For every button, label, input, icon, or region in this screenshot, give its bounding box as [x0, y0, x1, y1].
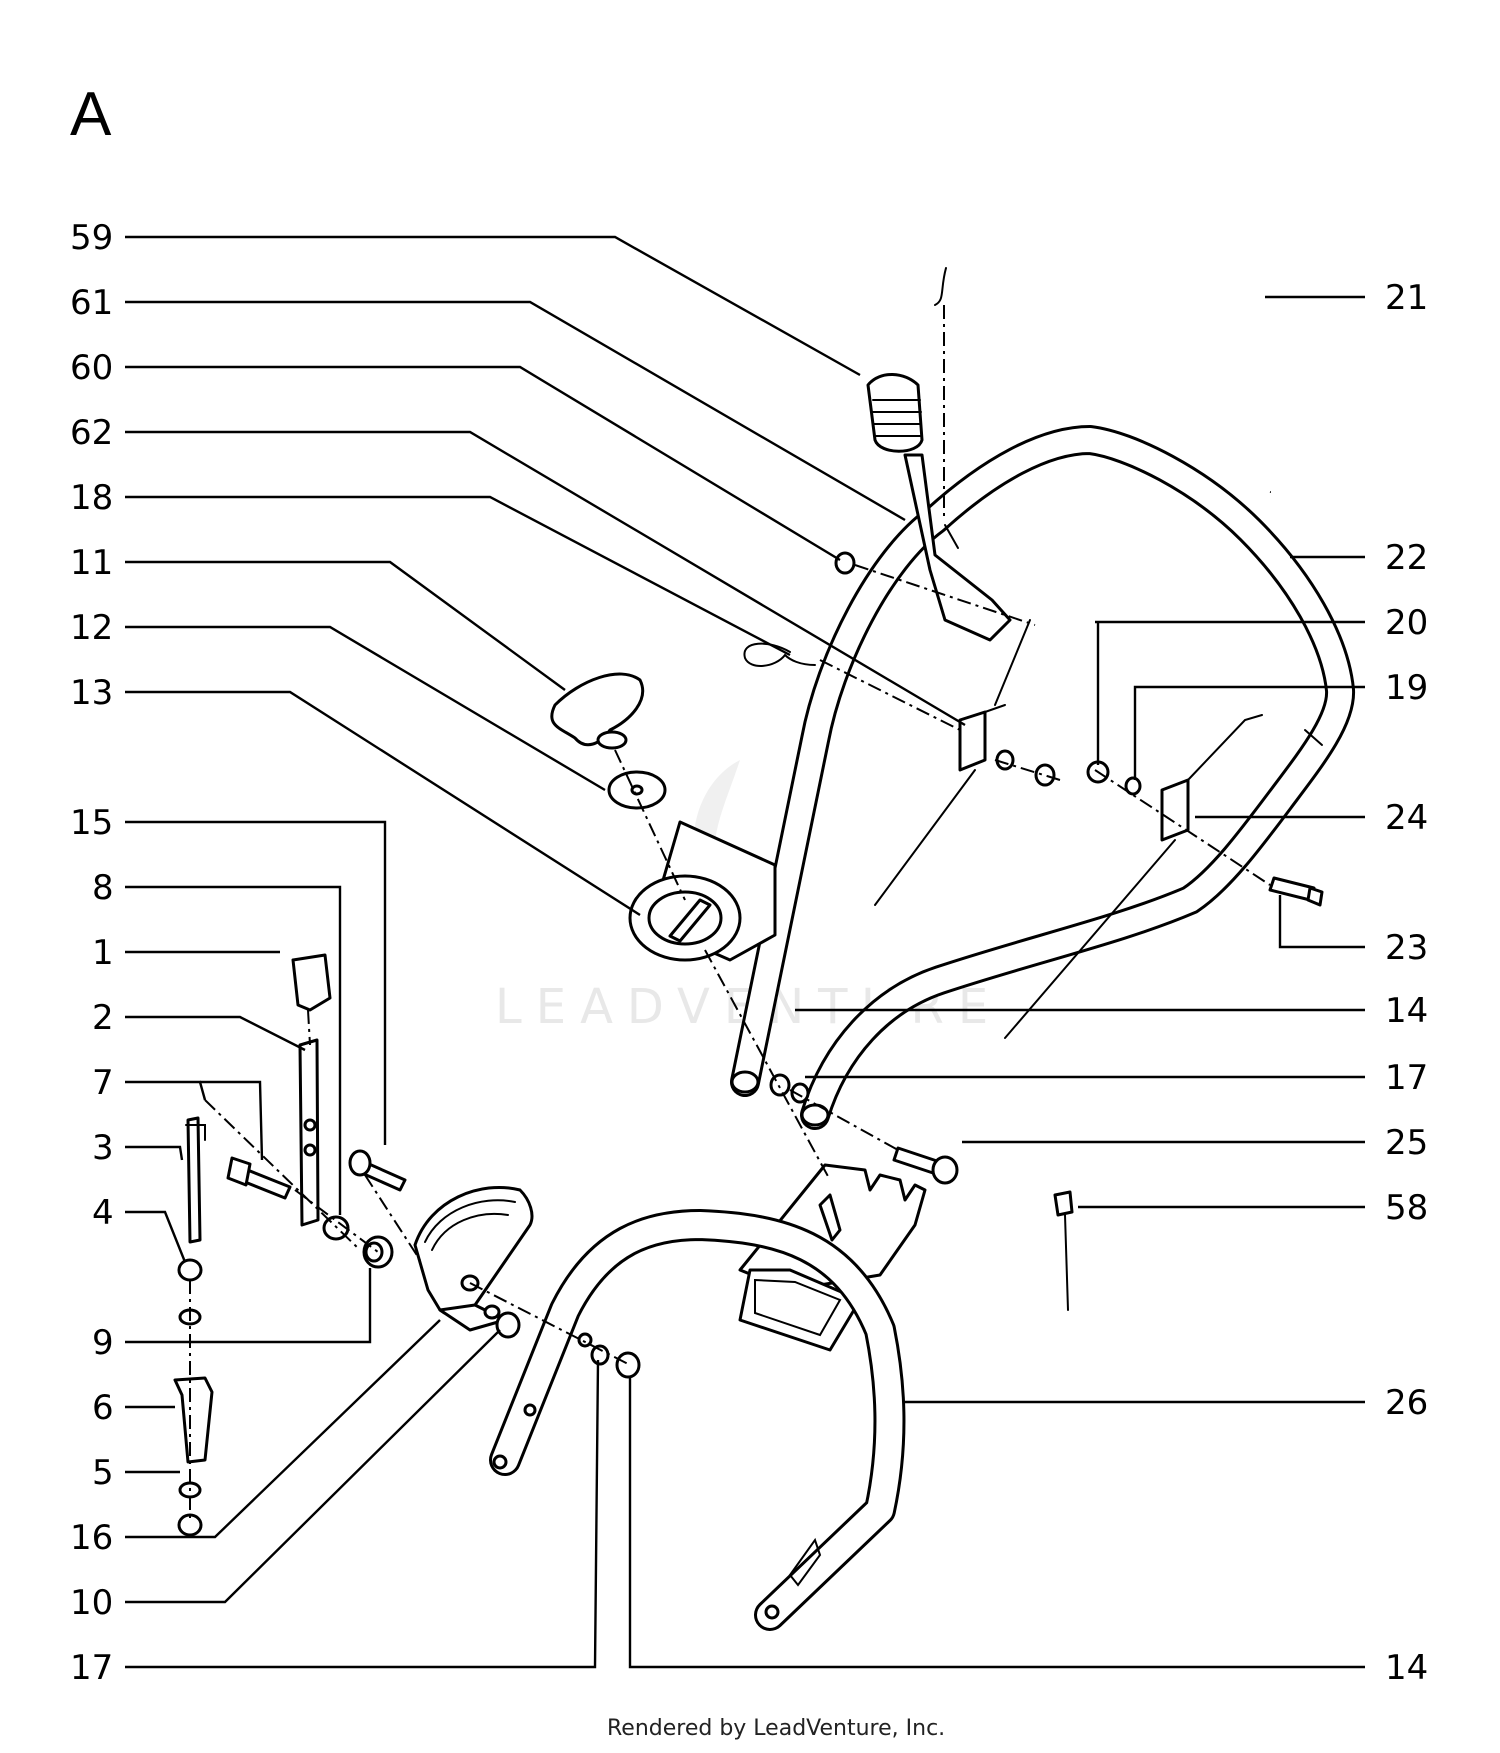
callout-16: 16 [70, 1518, 113, 1558]
bail-bar [934, 182, 1309, 494]
hairpin-clip [743, 642, 816, 667]
callout-14-lower: 14 [1385, 1648, 1428, 1688]
callout-10: 10 [70, 1583, 113, 1623]
callout-25: 25 [1385, 1123, 1428, 1163]
callout-17-lower: 17 [70, 1648, 113, 1688]
callout-26: 26 [1385, 1383, 1428, 1423]
right-cable-bracket [1004, 714, 1263, 1039]
handle-bolt [1268, 876, 1324, 907]
carriage-bolt [348, 1149, 407, 1192]
callout-5: 5 [92, 1453, 114, 1493]
callout-21: 21 [1385, 278, 1428, 318]
callouts-right: 21 22 20 19 24 23 14 17 25 58 26 14 [1385, 278, 1428, 1688]
callout-20: 20 [1385, 603, 1428, 643]
callout-8: 8 [92, 868, 114, 908]
lower-handle [489, 1209, 906, 1631]
footer-credit: Rendered by LeadVenture, Inc. [607, 1716, 945, 1741]
adjustment-knob [550, 672, 645, 750]
control-lever [866, 373, 1012, 642]
callout-24: 24 [1385, 798, 1428, 838]
section-letter: A [70, 80, 112, 149]
callout-59: 59 [70, 218, 113, 258]
flange-nut [362, 1235, 394, 1269]
mid-bolt [892, 1146, 959, 1185]
callout-4: 4 [92, 1193, 114, 1233]
upper-handle [730, 425, 1356, 1130]
callout-58: 58 [1385, 1188, 1428, 1228]
callout-60: 60 [70, 348, 113, 388]
assembly-centerlines [189, 305, 1271, 1520]
leader-lines [125, 235, 1365, 1669]
knob-washer [607, 770, 667, 810]
callout-1: 1 [92, 933, 114, 973]
callout-22: 22 [1385, 538, 1428, 578]
callout-6: 6 [92, 1388, 114, 1428]
callout-23: 23 [1385, 928, 1428, 968]
callout-17-upper: 17 [1385, 1058, 1428, 1098]
lower-fasteners [495, 1311, 641, 1379]
mid-nut-washer [769, 1073, 810, 1104]
hex-bolt [226, 1156, 292, 1200]
callout-62: 62 [70, 413, 113, 453]
adjust-lever [291, 953, 332, 1227]
callout-13: 13 [70, 673, 113, 713]
callout-3: 3 [92, 1128, 114, 1168]
mounting-plate [628, 820, 777, 962]
cable-tie [1053, 1190, 1074, 1311]
callout-9: 9 [92, 1323, 114, 1363]
callout-11: 11 [70, 543, 113, 583]
callout-12: 12 [70, 608, 113, 648]
callout-7: 7 [92, 1063, 114, 1103]
callout-18: 18 [70, 478, 113, 518]
lever-nut [834, 551, 856, 575]
callout-15: 15 [70, 803, 113, 843]
threaded-rod [185, 1116, 206, 1244]
callout-19: 19 [1385, 668, 1428, 708]
callouts-left: 59 61 60 62 18 11 12 13 15 8 1 2 7 3 4 9… [70, 218, 114, 1688]
adjustment-quadrant [413, 1185, 534, 1332]
callout-2: 2 [92, 998, 114, 1038]
callout-61: 61 [70, 283, 113, 323]
deflector [738, 1163, 927, 1352]
upper-cable-bracket [874, 619, 1056, 906]
rod-hardware [173, 1258, 214, 1537]
callout-14-upper: 14 [1385, 991, 1428, 1031]
